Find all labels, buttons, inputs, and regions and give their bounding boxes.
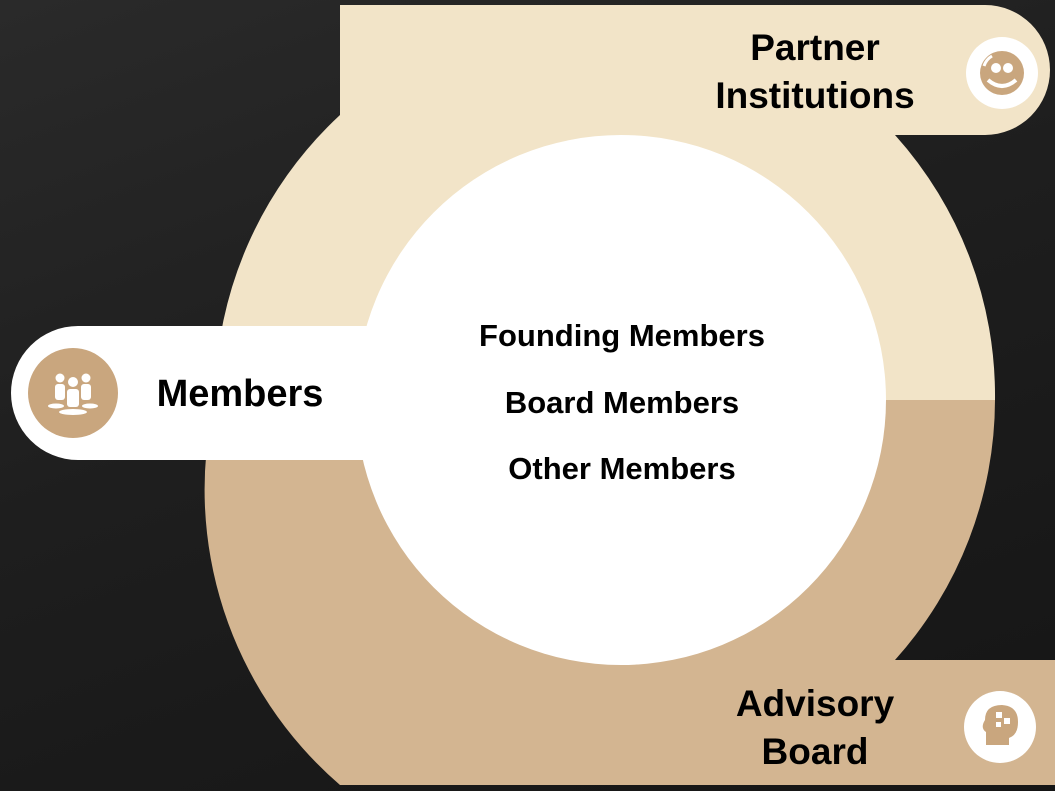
center-item-board-members: Board Members bbox=[504, 385, 740, 420]
partner-label-line-2: Institutions bbox=[715, 75, 915, 116]
partner-label-line-1: Partner bbox=[750, 27, 880, 68]
head-puzzle-icon bbox=[964, 691, 1036, 763]
advisory-label-line-2: Board bbox=[761, 731, 869, 772]
advisory-label-line-1: Advisory bbox=[735, 683, 895, 724]
center-circle bbox=[356, 135, 886, 665]
people-group-icon bbox=[28, 348, 118, 438]
center-item-other-members: Other Members bbox=[508, 451, 736, 486]
partner-institutions-label: Partner Institutions bbox=[690, 24, 940, 120]
handshake-icon bbox=[966, 37, 1038, 109]
advisory-board-label: Advisory Board bbox=[690, 680, 940, 776]
members-segment bbox=[11, 326, 420, 460]
members-label: Members bbox=[156, 373, 324, 415]
center-item-founding-members: Founding Members bbox=[479, 318, 765, 353]
